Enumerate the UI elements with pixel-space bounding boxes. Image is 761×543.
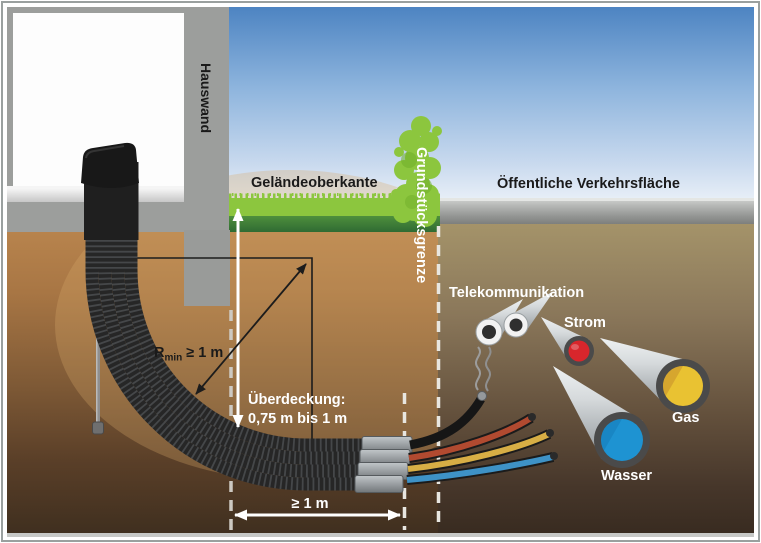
grundstuecksgrenze-label: Grundstücksgrenze — [413, 147, 429, 283]
telecom-wire — [485, 346, 492, 392]
conduit-couplers — [354, 436, 413, 493]
hauswand-label: Hauswand — [198, 63, 214, 133]
telecom-cable — [409, 396, 485, 450]
house-wall — [184, 7, 229, 232]
cover-depth-label: Überdeckung: — [248, 391, 346, 408]
utility-mains — [475, 291, 710, 468]
radius-construction-lines — [112, 257, 313, 440]
gas-cable — [407, 431, 551, 472]
asphalt-edge — [440, 198, 754, 201]
bend-radius-label: Rmin ≥ 1 m — [154, 345, 223, 364]
oeffentliche-verkehrsflaeche-label: Öffentliche Verkehrsfläche — [497, 175, 680, 192]
trench-width-label: ≥ 1 m — [292, 496, 329, 512]
wasser-cable — [406, 454, 554, 483]
telecom-duct-1 — [475, 299, 523, 346]
cover-depth-value: 0,75 m bis 1 m — [248, 411, 347, 427]
telecom-wire — [475, 346, 481, 391]
gas-label: Gas — [672, 410, 699, 426]
gelaendeoberkante-label: Geländeoberkante — [251, 175, 378, 191]
strom-main — [541, 317, 594, 366]
asphalt-surface — [440, 198, 754, 224]
bend-radius-arrow — [195, 263, 307, 395]
frame-bottom-strip — [7, 533, 754, 537]
strom-cable — [408, 415, 533, 461]
wasser-main — [553, 366, 650, 468]
ceiling-bar — [7, 7, 229, 13]
foundation-block — [184, 230, 230, 306]
wasser-label: Wasser — [601, 468, 652, 484]
telecom-cable-tip — [477, 391, 487, 401]
service-cables — [406, 346, 558, 485]
telekommunikation-label: Telekommunikation — [449, 285, 584, 301]
conduit-cap — [81, 142, 139, 188]
telecom-duct-2 — [503, 291, 554, 338]
gas-main — [600, 338, 710, 413]
left-wall — [7, 7, 13, 202]
strom-label: Strom — [564, 315, 606, 331]
hedge — [388, 116, 442, 227]
conduit-bundle — [81, 142, 412, 491]
